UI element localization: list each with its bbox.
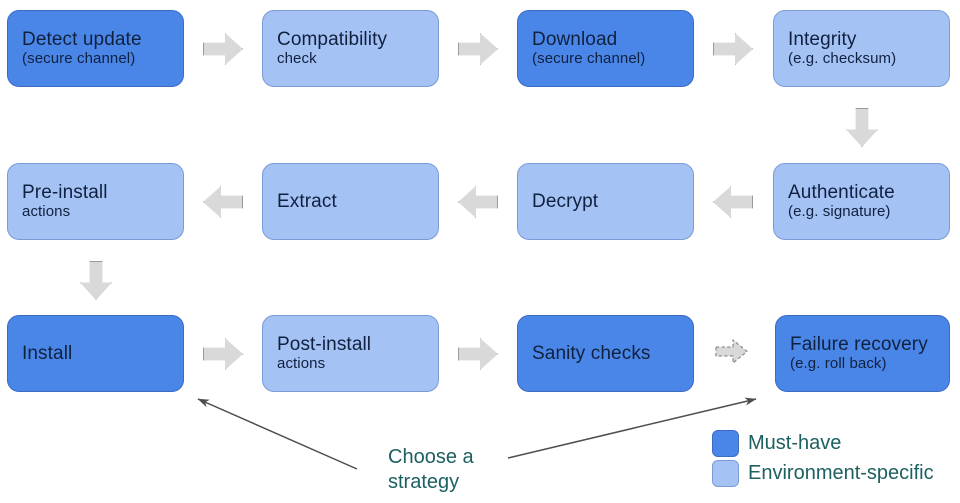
node-decrypt[interactable]: Decrypt: [517, 163, 694, 240]
node-compatibility-check[interactable]: Compatibility check: [262, 10, 439, 87]
node-download[interactable]: Download (secure channel): [517, 10, 694, 87]
node-subtitle: check: [277, 50, 317, 68]
node-title: Install: [22, 342, 73, 364]
node-title: Authenticate: [788, 181, 895, 203]
legend-item-must-have: Must-have: [712, 430, 934, 457]
arrow-left-icon-authenticate-to-decrypt: [713, 186, 753, 218]
legend-swatch-environment-specific-icon: [712, 460, 739, 487]
arrow-left-icon-extract-to-pre-install: [203, 186, 243, 218]
arrow-left-icon-decrypt-to-extract: [458, 186, 498, 218]
node-subtitle: actions: [277, 355, 326, 373]
node-post-install-actions[interactable]: Post-install actions: [262, 315, 439, 392]
node-title: Sanity checks: [532, 342, 651, 364]
node-title: Failure recovery: [790, 333, 928, 355]
legend: Must-have Environment-specific: [712, 430, 934, 487]
node-subtitle: (secure channel): [532, 50, 646, 68]
node-subtitle: actions: [22, 203, 71, 221]
node-pre-install-actions[interactable]: Pre-install actions: [7, 163, 184, 240]
node-title: Integrity: [788, 28, 857, 50]
arrow-right-icon-install-to-post-install: [203, 338, 243, 370]
strategy-annotation-line2: strategy: [388, 471, 460, 493]
node-subtitle: (e.g. checksum): [788, 50, 897, 68]
connector-line-to-install: [197, 398, 358, 470]
arrow-down-icon-pre-install-to-install: [80, 261, 112, 300]
node-title: Compatibility: [277, 28, 388, 50]
node-detect-update[interactable]: Detect update (secure channel): [7, 10, 184, 87]
legend-label-environment-specific: Environment-specific: [748, 462, 934, 484]
node-title: Pre-install: [22, 181, 108, 203]
node-failure-recovery[interactable]: Failure recovery (e.g. roll back): [775, 315, 950, 392]
node-title: Decrypt: [532, 190, 599, 212]
arrow-right-icon-compatibility-to-download: [458, 33, 498, 65]
node-subtitle: (e.g. signature): [788, 203, 891, 221]
node-authenticate[interactable]: Authenticate (e.g. signature): [773, 163, 950, 240]
legend-swatch-must-have-icon: [712, 430, 739, 457]
node-title: Post-install: [277, 333, 372, 355]
arrow-right-icon-download-to-integrity: [713, 33, 753, 65]
arrow-right-icon-post-install-to-sanity: [458, 338, 498, 370]
node-extract[interactable]: Extract: [262, 163, 439, 240]
node-integrity[interactable]: Integrity (e.g. checksum): [773, 10, 950, 87]
node-title: Extract: [277, 190, 337, 212]
strategy-annotation: Choose a strategy: [388, 445, 474, 495]
arrow-down-icon-integrity-to-authenticate: [846, 108, 878, 147]
node-subtitle: (e.g. roll back): [790, 355, 887, 373]
arrow-right-icon-detect-to-compatibility: [203, 33, 243, 65]
node-install[interactable]: Install: [7, 315, 184, 392]
node-subtitle: (secure channel): [22, 50, 136, 68]
node-title: Detect update: [22, 28, 142, 50]
legend-item-environment-specific: Environment-specific: [712, 460, 934, 487]
legend-label-must-have: Must-have: [748, 432, 842, 454]
strategy-annotation-line1: Choose a: [388, 446, 474, 468]
node-sanity-checks[interactable]: Sanity checks: [517, 315, 694, 392]
node-title: Download: [532, 28, 618, 50]
